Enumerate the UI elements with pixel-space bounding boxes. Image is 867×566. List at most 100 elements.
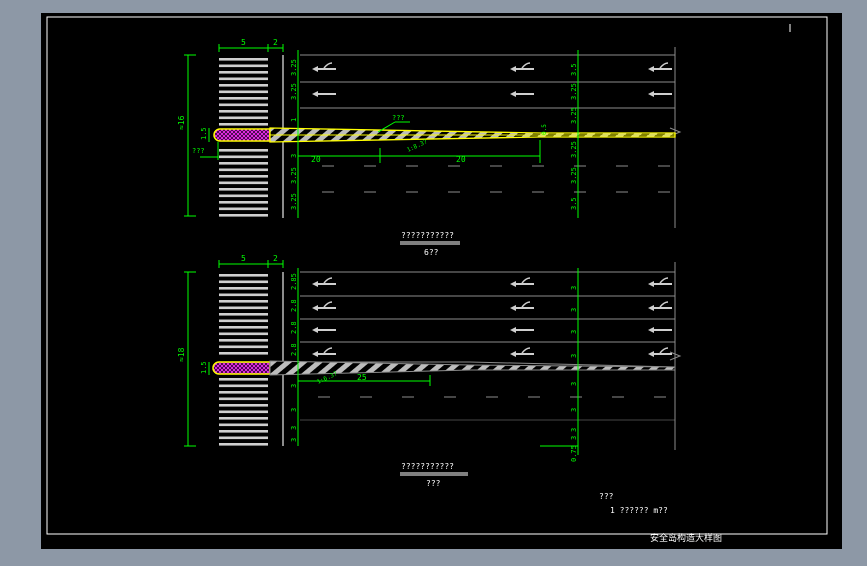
lane-dim-label: 3 [570, 308, 578, 312]
lane-arrow [648, 347, 672, 357]
lane-arrow [648, 277, 672, 287]
top-refuge-island [213, 128, 271, 142]
crosswalk-stripe [219, 194, 268, 198]
crosswalk-stripe [219, 84, 268, 87]
crosswalk-stripe [219, 430, 268, 433]
lane-dim-label: 2.8 [290, 321, 298, 334]
lane-arrow [312, 301, 336, 311]
lane-dim-label: 3.25 [290, 167, 298, 184]
lane-dim-label: 3 [570, 382, 578, 386]
lane-dim-label: 3 [570, 428, 578, 432]
crosswalk-stripe [219, 306, 268, 310]
bottom-caption: ??????????? [401, 462, 454, 471]
crosswalk-stripe [219, 391, 268, 394]
lane-arrow [510, 327, 534, 333]
crosswalk-stripe [219, 90, 268, 94]
lane-dim-label: 3 [290, 384, 298, 388]
crosswalk-stripe [219, 397, 268, 401]
top-seg-a: 20 [311, 155, 321, 164]
crosswalk-stripe [219, 319, 268, 323]
top-seg-b: 20 [456, 155, 466, 164]
crosswalk-stripe [219, 404, 268, 407]
top-taper-label: ??? [392, 114, 405, 122]
crosswalk-stripe [219, 378, 268, 381]
lane-dim-label: 3 [570, 436, 578, 440]
lane-arrow [648, 327, 672, 333]
top-dim-left-b: ??? [192, 147, 205, 155]
lane-dim-label: 3 [290, 426, 298, 430]
bottom-dim-total: ≈18 [177, 347, 186, 362]
crosswalk-stripe [219, 313, 268, 316]
bottom-dim-width-a: 5 [241, 254, 246, 263]
crosswalk-stripe [219, 384, 268, 388]
lane-dim-label: 3.25 [570, 167, 578, 184]
lane-dim-label: 3 [570, 408, 578, 412]
crosswalk-stripe [219, 207, 268, 211]
title-block: 安全岛构造大样图 [650, 532, 722, 544]
top-dim-width-b: 2 [273, 38, 278, 47]
lane-arrow [510, 347, 534, 357]
lane-dim-label: 3.25 [570, 107, 578, 124]
lane-dim-label: 3 [570, 330, 578, 334]
crosswalk-stripe [219, 175, 268, 178]
bottom-crosswalk [219, 274, 268, 446]
crosswalk-stripe [219, 162, 268, 165]
drawing-paper [41, 13, 842, 549]
crosswalk-stripe [219, 181, 268, 185]
lane-dim-label: 3 [290, 154, 298, 158]
crosswalk-stripe [219, 188, 268, 191]
crosswalk-stripe [219, 149, 268, 152]
crosswalk-stripe [219, 77, 268, 81]
top-dim-total: ≈16 [177, 115, 186, 130]
lane-dim-label: 3 [570, 286, 578, 290]
lane-dim-label: 3.25 [290, 59, 298, 76]
crosswalk-stripe [219, 326, 268, 329]
drawing-frame [46, 16, 828, 535]
lane-arrow [312, 277, 336, 287]
lane-dim-label: 3.25 [570, 83, 578, 100]
crosswalk-stripe [219, 332, 268, 336]
top-crosswalk [219, 58, 268, 217]
crosswalk-stripe [219, 293, 268, 297]
crosswalk-stripe [219, 201, 268, 204]
top-dim-width-a: 5 [241, 38, 246, 47]
top-taper-end: 0.5 [541, 124, 548, 135]
crosswalk-stripe [219, 443, 268, 446]
crosswalk-stripe [219, 155, 268, 159]
crosswalk-stripe [219, 417, 268, 420]
lane-dim-label: 2.8 [290, 343, 298, 356]
crosswalk-stripe [219, 168, 268, 172]
bottom-taper-hatch [269, 360, 676, 376]
crosswalk-stripe [219, 103, 268, 107]
bottom-refuge-island [212, 361, 271, 375]
crosswalk-stripe [219, 64, 268, 68]
bottom-scale: ??? [426, 479, 441, 488]
lane-arrow [648, 91, 672, 97]
crosswalk-stripe [219, 345, 268, 349]
crosswalk-stripe [219, 410, 268, 414]
lane-arrow [312, 91, 336, 97]
bottom-seg: 25 [357, 373, 367, 382]
notes-line: 1 ?????? m?? [610, 506, 668, 515]
crosswalk-stripe [219, 58, 268, 61]
lane-dim-label: 3 [290, 408, 298, 412]
crosswalk-stripe [219, 97, 268, 100]
crosswalk-stripe [219, 274, 268, 277]
notes-title: ??? [599, 492, 614, 501]
top-caption: ??????????? [401, 231, 454, 240]
crosswalk-stripe [219, 423, 268, 427]
crosswalk-stripe [219, 287, 268, 290]
crosswalk-stripe [219, 339, 268, 342]
bottom-dim-left: 1.5 [200, 361, 208, 374]
crosswalk-stripe [219, 436, 268, 440]
lane-dim-label: 2.8 [290, 299, 298, 312]
lane-arrow [648, 62, 672, 72]
lane-dim-label: 3.25 [570, 141, 578, 158]
lane-dim-label: 3 [290, 438, 298, 442]
crosswalk-stripe [219, 352, 268, 355]
